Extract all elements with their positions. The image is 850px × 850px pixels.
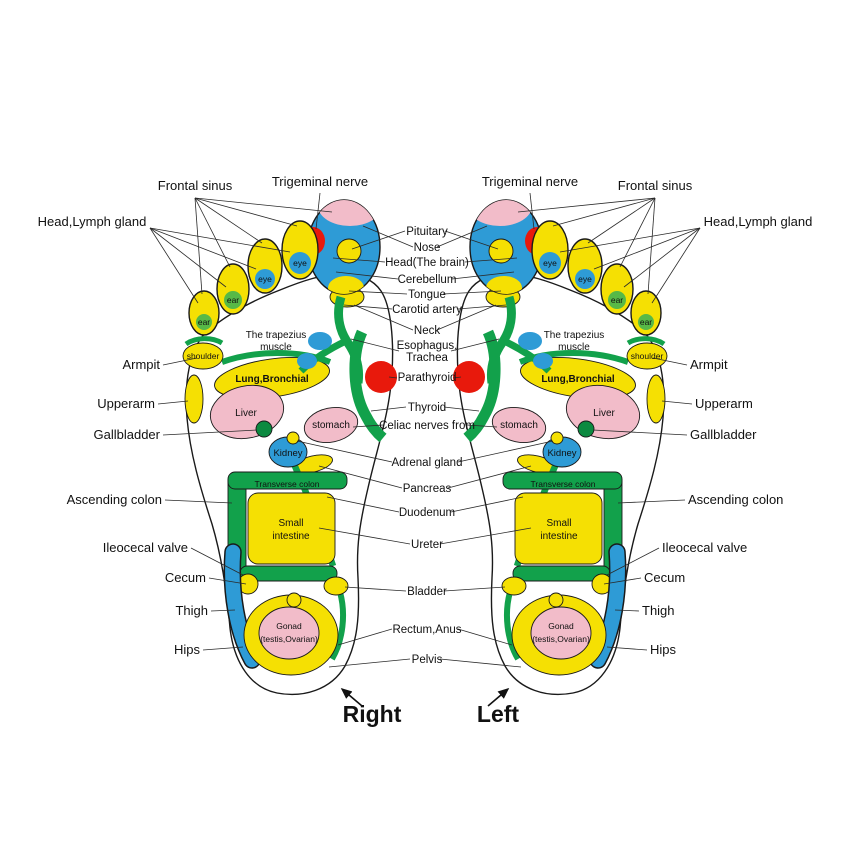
label-pancreas: Pancreas	[403, 483, 452, 495]
label-small-intestine-1: Small	[278, 518, 303, 529]
label-gonad-1: Gonad	[276, 621, 302, 631]
label-gonad-2: (testis,Ovarian)	[260, 634, 318, 644]
label-small-intestine-2: intestine	[272, 531, 310, 542]
label-trigeminal-nerve-right: Trigeminal nerve	[482, 174, 578, 189]
label-hips-left: Hips	[174, 642, 201, 657]
label-adrenal-gland: Adrenal gland	[392, 457, 463, 469]
label-kidney: Kidney	[273, 448, 302, 459]
label-bladder: Bladder	[407, 586, 447, 598]
label-cecum-right: Cecum	[644, 570, 685, 585]
label-head-brain: Head(The brain)	[385, 257, 469, 269]
caption-left-foot: Left	[477, 701, 520, 727]
label-eye: eye	[293, 258, 307, 268]
label-armpit-left: Armpit	[122, 357, 160, 372]
label-eye: eye	[578, 274, 592, 284]
label-lung-bronchial: Lung,Bronchial	[541, 374, 615, 385]
label-liver: Liver	[235, 408, 257, 419]
label-eye: eye	[258, 274, 272, 284]
label-stomach: stomach	[500, 420, 538, 431]
label-trachea: Trachea	[406, 352, 448, 364]
label-ascending-colon-left: Ascending colon	[67, 492, 162, 507]
label-ascending-colon-right: Ascending colon	[688, 492, 783, 507]
label-celiac-nerves: Celiac nerves from	[379, 420, 475, 432]
label-carotid-artery: Carotid artery	[392, 304, 462, 316]
label-ear: ear	[611, 295, 623, 305]
label-duodenum: Duodenum	[399, 507, 455, 519]
label-pituitary: Pituitary	[406, 226, 448, 238]
label-armpit-right: Armpit	[690, 357, 728, 372]
caption-right-foot: Right	[343, 701, 402, 727]
label-gallbladder-right: Gallbladder	[690, 427, 757, 442]
label-frontal-sinus-left: Frontal sinus	[158, 178, 233, 193]
label-thigh-right: Thigh	[642, 603, 675, 618]
label-ileocecal-valve-right: Ileocecal valve	[662, 540, 747, 555]
label-esophagus: Esophagus,	[397, 340, 458, 352]
label-parathyroid: Parathyroid	[398, 372, 457, 384]
label-trapezius-2: muscle	[558, 342, 590, 353]
label-shoulder: shoulder	[187, 351, 220, 361]
label-rectum-anus: Rectum,Anus	[392, 624, 461, 636]
label-frontal-sinus-right: Frontal sinus	[618, 178, 693, 193]
label-cerebellum: Cerebellum	[398, 274, 457, 286]
label-hips-right: Hips	[650, 642, 677, 657]
label-upperarm-right: Upperarm	[695, 396, 753, 411]
label-neck: Neck	[414, 325, 440, 337]
label-tongue: Tongue	[408, 289, 446, 301]
label-gonad-1: Gonad	[548, 621, 574, 631]
text-layer: Frontal sinus Frontal sinus Trigeminal n…	[38, 174, 813, 727]
label-ear: ear	[227, 295, 239, 305]
label-pelvis: Pelvis	[412, 654, 443, 666]
label-cecum-left: Cecum	[165, 570, 206, 585]
label-trapezius-2: muscle	[260, 342, 292, 353]
label-thyroid: Thyroid	[408, 402, 446, 414]
label-gonad-2: (testis,Ovarian)	[532, 634, 590, 644]
label-liver: Liver	[593, 408, 615, 419]
label-transverse-colon: Transverse colon	[531, 479, 596, 489]
label-upperarm-left: Upperarm	[97, 396, 155, 411]
label-head-lymph-left: Head,Lymph gland	[38, 214, 147, 229]
label-head-lymph-right: Head,Lymph gland	[704, 214, 813, 229]
label-gallbladder-left: Gallbladder	[94, 427, 161, 442]
label-ileocecal-valve-left: Ileocecal valve	[103, 540, 188, 555]
right-foot-zone-labels: eye eye ear ear shoulder The trapezius m…	[187, 258, 350, 644]
label-ear: ear	[198, 317, 210, 327]
label-shoulder: shoulder	[631, 351, 664, 361]
label-stomach: stomach	[312, 420, 350, 431]
label-kidney: Kidney	[547, 448, 576, 459]
label-nose: Nose	[414, 242, 441, 254]
label-thigh-left: Thigh	[175, 603, 208, 618]
label-trapezius-1: The trapezius	[246, 330, 307, 341]
label-ureter: Ureter	[411, 539, 443, 551]
label-trapezius-1: The trapezius	[544, 330, 605, 341]
label-small-intestine-2: intestine	[540, 531, 578, 542]
label-trigeminal-nerve-left: Trigeminal nerve	[272, 174, 368, 189]
left-foot-zone-labels: eye eye ear ear shoulder The trapezius m…	[500, 258, 663, 644]
label-eye: eye	[543, 258, 557, 268]
label-transverse-colon: Transverse colon	[255, 479, 320, 489]
label-ear: ear	[640, 317, 652, 327]
label-small-intestine-1: Small	[546, 518, 571, 529]
label-lung-bronchial: Lung,Bronchial	[235, 374, 309, 385]
